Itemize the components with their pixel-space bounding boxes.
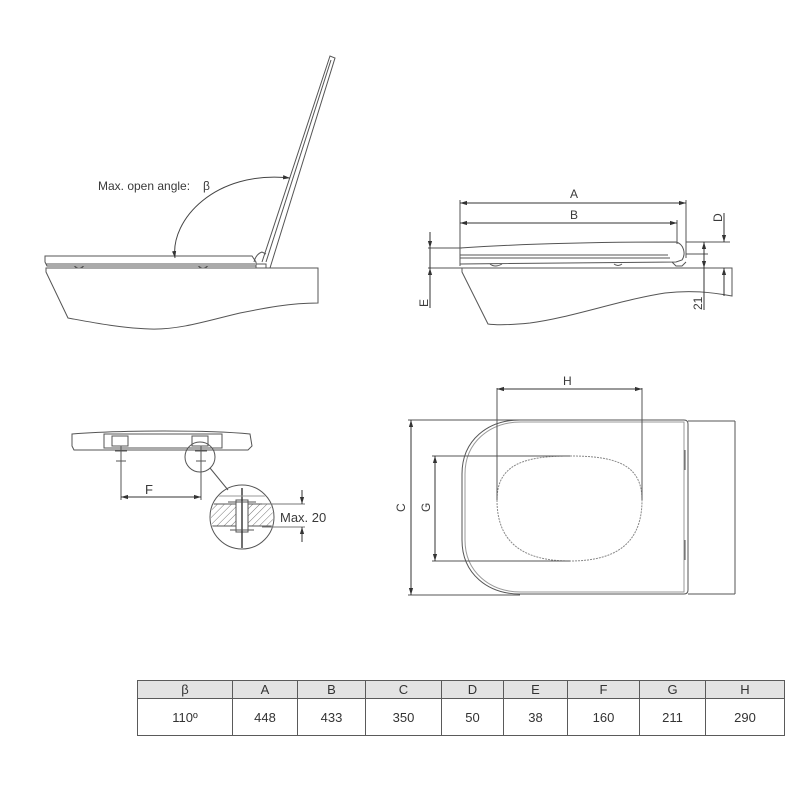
value-E: 38 (503, 698, 568, 736)
bowl-outline (45, 267, 319, 330)
top-view (408, 386, 736, 596)
side-view-closed (427, 200, 733, 326)
header-C: C (365, 680, 442, 699)
value-D: 50 (441, 698, 504, 736)
table-header-row: β A B C D E F G H (137, 680, 785, 699)
beta-symbol: β (203, 179, 210, 193)
value-A: 448 (232, 698, 298, 736)
max-open-angle-label: Max. open angle: (98, 179, 190, 193)
dim-label-H: H (563, 374, 572, 388)
value-beta: 110º (137, 698, 233, 736)
header-H: H (705, 680, 785, 699)
value-H: 290 (705, 698, 785, 736)
dim-label-G: G (419, 503, 433, 512)
header-G: G (639, 680, 706, 699)
dim-label-B: B (570, 208, 578, 222)
detail-callout (211, 488, 273, 548)
header-B: B (297, 680, 366, 699)
dim-label-C: C (394, 503, 408, 512)
max-20-label: Max. 20 (280, 510, 326, 525)
angle-arc (172, 175, 291, 259)
header-F: F (567, 680, 640, 699)
lid-outline (261, 55, 336, 269)
dimension-table: β A B C D E F G H 110º 448 433 350 50 38… (137, 680, 785, 736)
dim-label-A: A (570, 187, 578, 201)
header-D: D (441, 680, 504, 699)
dim-label-F: F (145, 482, 153, 497)
dim-label-D: D (711, 213, 725, 222)
dim-label-21: 21 (691, 296, 705, 310)
dim-label-E: E (417, 299, 431, 307)
header-E: E (503, 680, 568, 699)
side-view-open (44, 55, 336, 330)
header-beta: β (137, 680, 233, 699)
value-C: 350 (365, 698, 442, 736)
value-G: 211 (639, 698, 706, 736)
value-F: 160 (567, 698, 640, 736)
front-view (71, 430, 275, 550)
table-row: 110º 448 433 350 50 38 160 211 290 (137, 698, 785, 736)
header-A: A (232, 680, 298, 699)
value-B: 433 (297, 698, 366, 736)
